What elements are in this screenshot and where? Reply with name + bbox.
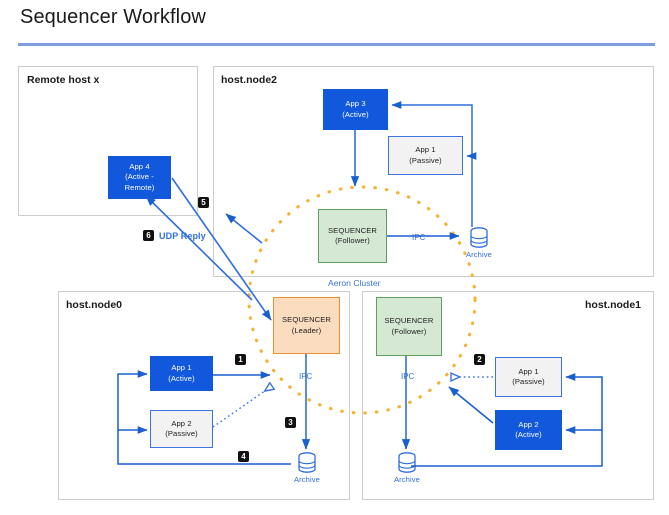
box-node2-app1[interactable]: App 1 (Passive) <box>388 136 463 175</box>
panel-node2-label: host.node2 <box>221 74 278 86</box>
box-node2-app3[interactable]: App 3 (Active) <box>323 89 388 130</box>
box-node1-sequencer[interactable]: SEQUENCER (Follower) <box>376 297 442 356</box>
database-icon <box>398 452 416 473</box>
box-node1-seq-line1: SEQUENCER <box>384 316 434 326</box>
archive-node0[interactable]: Archive <box>290 452 324 484</box>
box-node1-app1-line2: (Passive) <box>512 377 545 386</box>
box-node0-sequencer[interactable]: SEQUENCER (Leader) <box>273 297 340 354</box>
box-app4-line1: App 4 <box>129 162 150 172</box>
step-marker-5: 5 <box>198 197 209 208</box>
box-node1-seq-line2: (Follower) <box>391 326 427 336</box>
box-node2-sequencer[interactable]: SEQUENCER (Follower) <box>318 209 387 263</box>
box-node2-seq-line2: (Follower) <box>335 236 370 245</box>
step-marker-3: 3 <box>285 417 296 428</box>
box-node0-app2-line1: App 2 <box>171 418 192 428</box>
box-node2-app3-line2: (Active) <box>342 109 369 119</box>
box-app4-line3: Remote) <box>124 182 155 192</box>
box-node0-app2-line2: (Passive) <box>165 429 198 438</box>
box-node0-seq-line2: (Leader) <box>291 325 322 335</box>
ipc-label-node1: IPC <box>399 372 417 381</box>
box-node2-app1-line1: App 1 <box>415 145 436 155</box>
udp-reply-label: UDP Reply <box>159 231 206 241</box>
page-title: Sequencer Workflow <box>20 6 206 28</box>
box-node2-app3-line1: App 3 <box>345 99 366 109</box>
panel-node1-label: host.node1 <box>585 299 642 311</box>
ipc-label-node0: IPC <box>297 372 315 381</box>
archive-node1[interactable]: Archive <box>390 452 424 484</box>
box-node1-app1[interactable]: App 1 (Passive) <box>495 357 562 397</box>
archive-node2-label: Archive <box>465 250 493 259</box>
archive-node2[interactable]: Archive <box>462 227 496 259</box>
box-node1-app2[interactable]: App 2 (Active) <box>495 410 562 450</box>
aeron-cluster-label: Aeron Cluster <box>328 278 381 288</box>
panel-remote-host-label: Remote host x <box>27 74 100 86</box>
panel-node0-label: host.node0 <box>66 299 123 311</box>
box-node0-app1[interactable]: App 1 (Active) <box>150 356 213 391</box>
database-icon <box>470 227 488 248</box>
step-marker-1: 1 <box>235 354 246 365</box>
box-node0-app1-line1: App 1 <box>171 363 192 373</box>
step-marker-2: 2 <box>474 354 485 365</box>
step-marker-6: 6 <box>143 230 154 241</box>
database-icon <box>298 452 316 473</box>
ipc-label-node2: IPC <box>410 233 428 242</box>
box-node0-seq-line1: SEQUENCER <box>281 315 331 325</box>
archive-node0-label: Archive <box>293 475 321 484</box>
step-marker-4: 4 <box>238 451 249 462</box>
box-node2-seq-line1: SEQUENCER <box>327 225 377 235</box>
archive-node1-label: Archive <box>393 475 421 484</box>
title-divider <box>18 43 655 46</box>
box-node1-app2-line2: (Active) <box>515 430 542 439</box>
box-node2-app1-line2: (Passive) <box>409 155 442 165</box>
box-node0-app2[interactable]: App 2 (Passive) <box>150 410 213 448</box>
box-app4-remote[interactable]: App 4 (Active - Remote) <box>108 156 171 199</box>
box-node1-app1-line1: App 1 <box>518 366 539 376</box>
box-node1-app2-line1: App 2 <box>518 419 539 429</box>
box-app4-line2: (Active - <box>125 172 154 182</box>
box-node0-app1-line2: (Active) <box>168 373 195 383</box>
